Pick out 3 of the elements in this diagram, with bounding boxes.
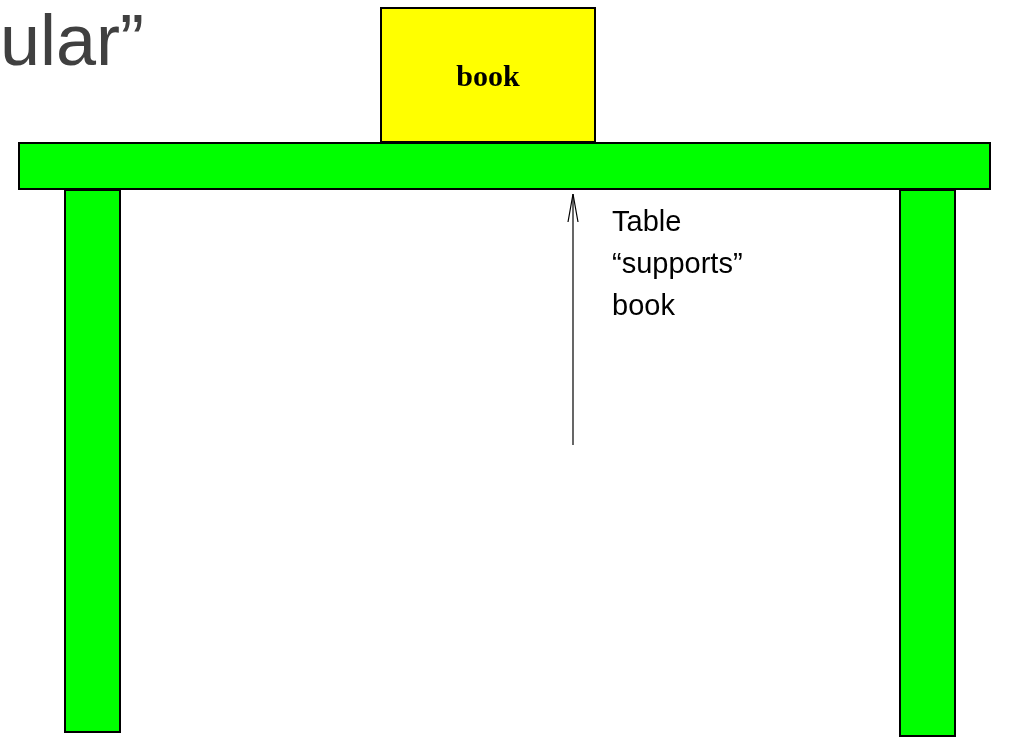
book-box: book [380, 7, 596, 143]
annotation-text: Table “supports” book [612, 204, 744, 323]
title-fragment: ular” [0, 4, 145, 76]
